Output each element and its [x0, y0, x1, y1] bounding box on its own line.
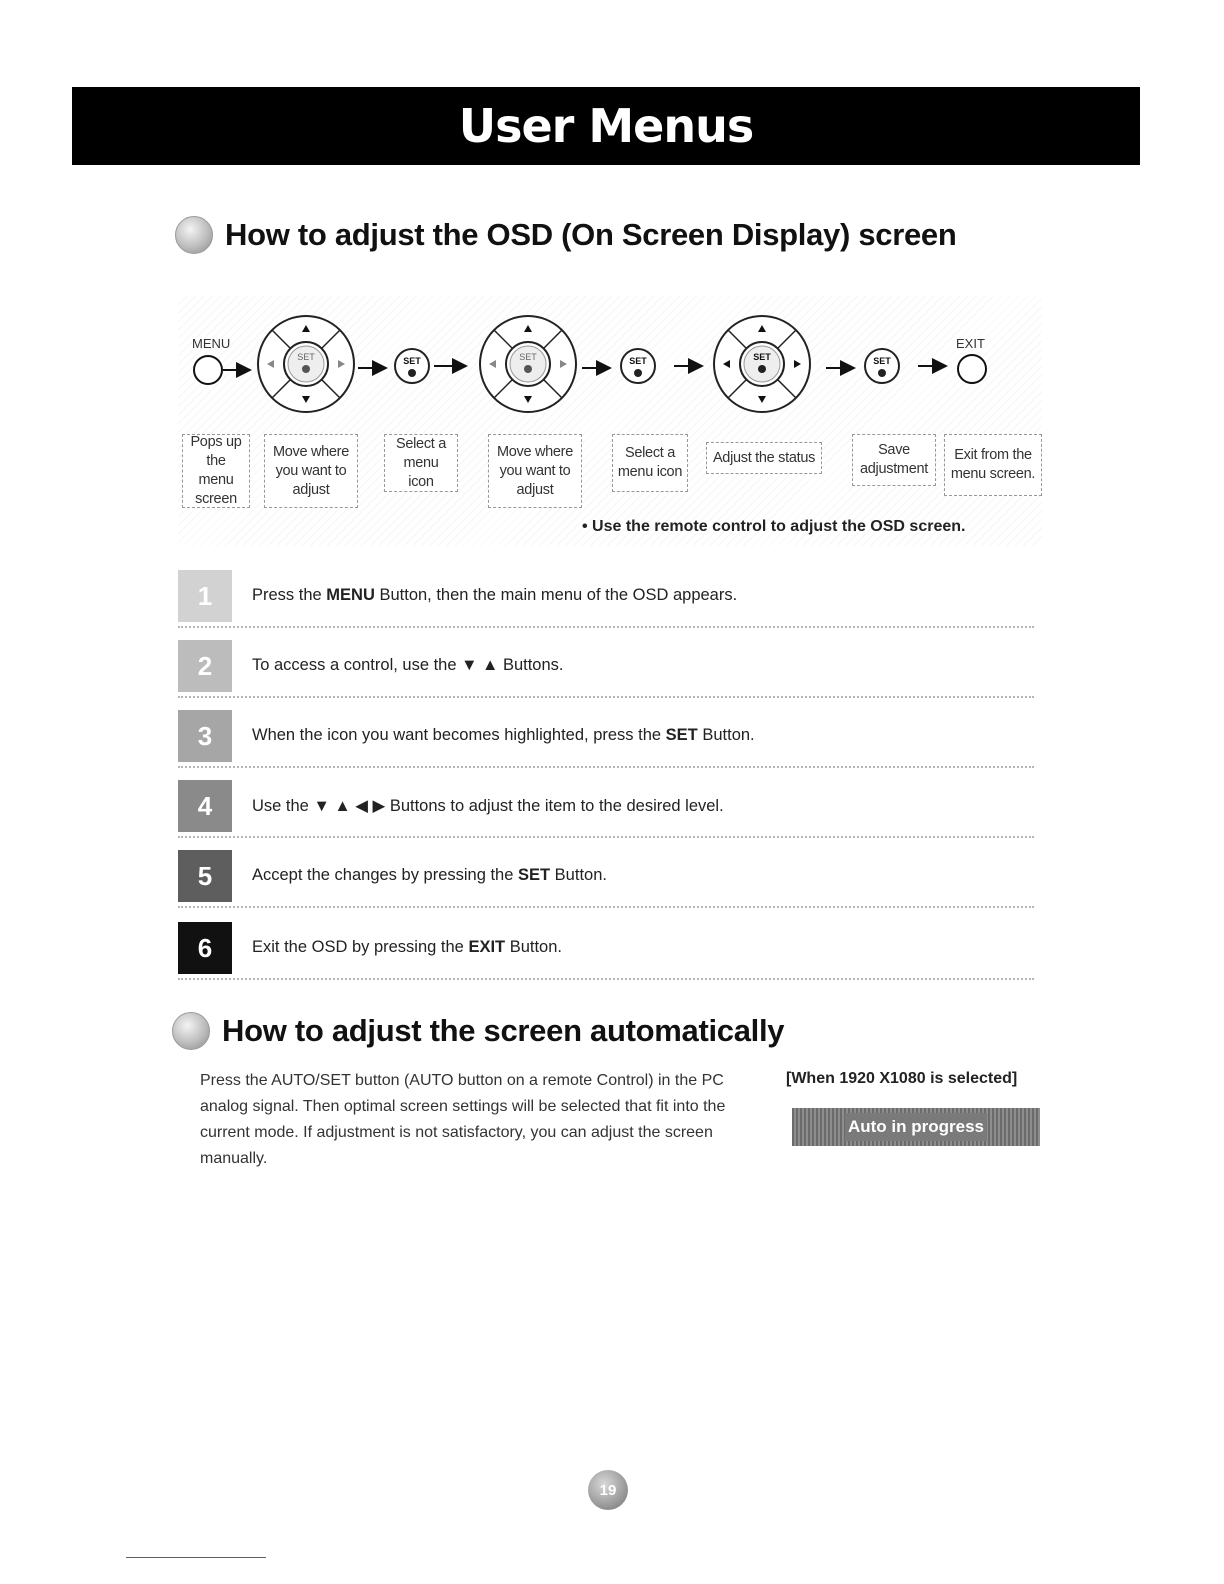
step-number-badge: 2 — [178, 640, 232, 692]
exit-button-icon — [957, 354, 987, 384]
svg-text:SET: SET — [873, 356, 891, 366]
auto-progress-box: Auto in progress — [792, 1108, 1040, 1146]
bullet-icon — [172, 1012, 210, 1050]
remote-flow-svg: MENU SET SET — [192, 315, 987, 413]
bullet-icon — [175, 216, 213, 254]
step-number-badge: 6 — [178, 922, 232, 974]
osd-section-title: How to adjust the OSD (On Screen Display… — [225, 217, 957, 252]
step-number-badge: 4 — [178, 780, 232, 832]
step-number-badge: 5 — [178, 850, 232, 902]
page-number-badge: 19 — [588, 1470, 628, 1510]
set-button-icon: SET — [394, 348, 430, 384]
menu-label: MENU — [192, 336, 230, 351]
auto-section-heading: How to adjust the screen automatically — [172, 1012, 785, 1050]
svg-text:SET: SET — [403, 356, 421, 366]
direction-pad-icon: SET — [257, 315, 355, 413]
step-row: 5 Accept the changes by pressing the SET… — [178, 846, 1034, 908]
title-banner: User Menus — [72, 87, 1140, 165]
auto-progress-label: Auto in progress — [847, 1117, 984, 1136]
direction-pad-icon: SET — [479, 315, 577, 413]
svg-text:SET: SET — [297, 352, 315, 362]
svg-text:SET: SET — [629, 356, 647, 366]
osd-section-heading: How to adjust the OSD (On Screen Display… — [175, 216, 957, 254]
flow-box: Move where you want to adjust — [488, 434, 582, 508]
step-row: 1 Press the MENU Button, then the main m… — [178, 566, 1034, 628]
flow-box: Exit from the menu screen. — [944, 434, 1042, 496]
flow-box: Select a menu icon — [384, 434, 458, 492]
flow-box: Pops up the menu screen — [182, 434, 250, 508]
flow-box: Move where you want to adjust — [264, 434, 358, 508]
set-button-icon: SET — [620, 348, 656, 384]
menu-button-icon — [193, 355, 223, 385]
step-text: Press the MENU Button, then the main men… — [252, 586, 738, 604]
page-number: 19 — [599, 1481, 617, 1499]
step-row: 2 To access a control, use the ▼ ▲ Butto… — [178, 636, 1034, 698]
step-number-badge: 1 — [178, 570, 232, 622]
step-text: When the icon you want becomes highlight… — [252, 726, 755, 744]
step-text: Accept the changes by pressing the SET B… — [252, 866, 607, 884]
flow-box: Select a menu icon — [612, 434, 688, 492]
diagram-note: • Use the remote control to adjust the O… — [582, 518, 966, 535]
flow-box: Adjust the status — [706, 442, 822, 474]
step-row: 4 Use the ▼ ▲ ◀ ▶ Buttons to adjust the … — [178, 776, 1034, 838]
page-title: User Menus — [458, 99, 754, 153]
step-number-badge: 3 — [178, 710, 232, 762]
footer-rule — [126, 1557, 266, 1558]
direction-pad-icon: SET — [713, 315, 811, 413]
auto-description: Press the AUTO/SET button (AUTO button o… — [200, 1072, 726, 1167]
resolution-caption: [When 1920 X1080 is selected] — [786, 1070, 1018, 1087]
flow-box: Save adjustment — [852, 434, 936, 486]
step-text: Exit the OSD by pressing the EXIT Button… — [252, 938, 562, 956]
exit-label: EXIT — [956, 336, 985, 351]
auto-section-title: How to adjust the screen automatically — [222, 1013, 785, 1048]
step-row: 6 Exit the OSD by pressing the EXIT Butt… — [178, 918, 1034, 980]
step-text: Use the ▼ ▲ ◀ ▶ Buttons to adjust the it… — [252, 797, 724, 815]
svg-text:SET: SET — [519, 352, 537, 362]
step-row: 3 When the icon you want becomes highlig… — [178, 706, 1034, 768]
auto-progress-inner: Auto in progress — [845, 1113, 987, 1141]
set-button-icon: SET — [864, 348, 900, 384]
osd-flow-diagram: MENU SET SET — [178, 296, 1042, 546]
step-text: To access a control, use the ▼ ▲ Buttons… — [252, 656, 564, 674]
svg-text:SET: SET — [753, 352, 771, 362]
